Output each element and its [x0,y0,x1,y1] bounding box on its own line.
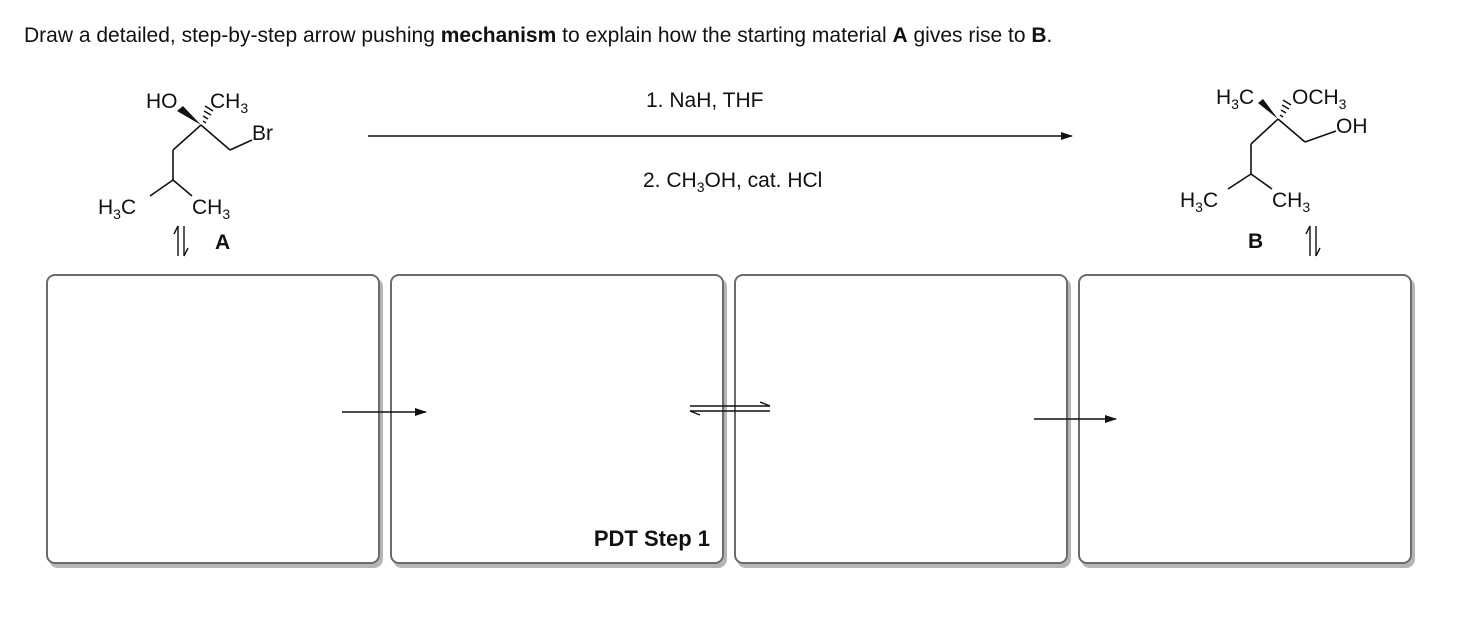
bond-b-3 [1304,130,1337,143]
label-a-ho: HO [146,90,178,113]
equilibrium-arrow-2-icon [689,401,771,416]
label-b-ch3-right: CH3 [1272,189,1310,215]
compound-b-structure: H3C OCH3 OH H3C CH3 B [1180,86,1368,257]
question-prompt: Draw a detailed, step-by-step arrow push… [24,22,1052,50]
equilibrium-arrow-b-icon [1305,225,1321,257]
bond-a-6 [172,179,193,197]
prompt-bold-b: B [1031,24,1047,47]
hash-bond-b [1279,99,1292,118]
prompt-bold-a: A [892,24,908,47]
bond-a-3 [229,139,253,151]
label-b-h3c: H3C [1180,189,1218,215]
mechanism-box-2[interactable]: PDT Step 1 [390,274,724,564]
prompt-text-3: gives rise to [907,24,1032,47]
bond-b-2 [1277,118,1306,143]
bond-a-1 [172,124,202,151]
prompt-text-1: Draw a detailed, step-by-step arrow push… [24,24,441,47]
compound-a-label: A [215,231,230,254]
label-a-ch3-top: CH3 [210,90,248,116]
label-b-h3c-top: H3C [1216,86,1254,112]
label-a-br: Br [252,122,273,145]
label-a-h3c: H3C [98,196,136,222]
reagent-step-1: 1. NaH, THF [646,89,763,112]
prompt-text-2: to explain how the starting material [556,24,893,47]
compound-a-structure: HO CH3 Br H3C CH3 A [98,90,273,257]
reagent-step-2: 2. CH3OH, cat. HCl [643,169,822,195]
compound-b-label: B [1248,230,1263,253]
bond-b-1 [1250,118,1279,145]
mechanism-box-3[interactable] [734,274,1068,564]
prompt-bold-mechanism: mechanism [440,24,557,47]
bond-b-5 [1227,173,1252,190]
bond-a-2 [200,124,231,151]
bond-a-5 [149,179,174,197]
mechanism-box-2-label: PDT Step 1 [593,526,710,551]
mechanism-box-1[interactable] [46,274,380,564]
wedge-bond-b [1258,99,1278,119]
equilibrium-arrow-a-icon [173,225,189,257]
label-a-ch3-right: CH3 [192,196,230,222]
label-b-oh: OH [1336,115,1368,138]
wedge-bond-a [177,106,201,125]
bond-b-6 [1250,173,1273,190]
prompt-text-4: . [1046,24,1053,47]
label-b-och3: OCH3 [1292,86,1347,112]
hash-bond-a [202,105,214,124]
